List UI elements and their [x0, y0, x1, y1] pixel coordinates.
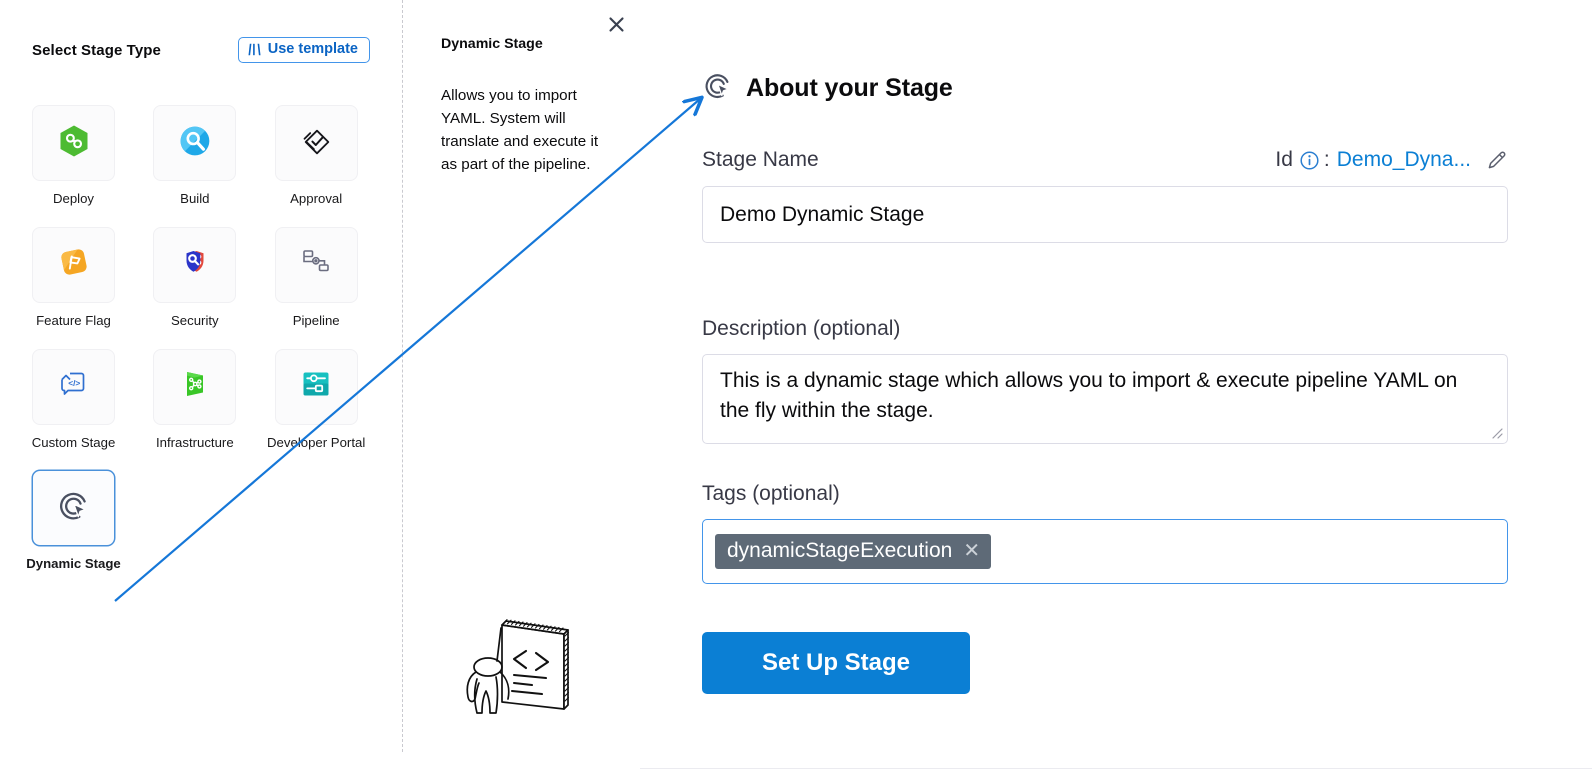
stage-card-build[interactable]: Build — [153, 105, 237, 208]
stage-card-dynamic-stage-tile[interactable] — [32, 470, 115, 547]
stage-card-infrastructure-tile[interactable] — [153, 348, 237, 425]
stage-id-value[interactable]: Demo_Dyna... — [1336, 148, 1471, 171]
stage-label: Infrastructure — [155, 434, 234, 450]
deploy-hexagon-icon — [58, 124, 90, 163]
svg-text:</>: </> — [68, 378, 80, 388]
tags-row: Tags (optional) — [702, 482, 1508, 506]
tags-input[interactable]: dynamicStageExecution ✕ — [702, 519, 1508, 584]
stage-card-build-tile[interactable] — [153, 105, 237, 181]
close-button[interactable] — [602, 13, 630, 41]
stage-card-security[interactable]: Security — [153, 226, 237, 330]
stage-info-title: Dynamic Stage — [441, 36, 543, 52]
custom-code-brackets-icon: </> — [59, 369, 89, 404]
infrastructure-cube-icon — [181, 369, 209, 404]
use-template-button[interactable]: Use template — [237, 37, 370, 63]
stage-id-separator: : — [1323, 148, 1330, 171]
stage-name-input[interactable] — [702, 186, 1508, 243]
build-magnifier-icon — [179, 125, 211, 162]
tag-chip[interactable]: dynamicStageExecution ✕ — [715, 534, 992, 569]
about-stage-title: About your Stage — [746, 74, 953, 102]
set-up-stage-button[interactable]: Set Up Stage — [702, 632, 970, 694]
stage-type-grid: Deploy Build — [26, 105, 372, 573]
page-title: Select Stage Type — [32, 41, 161, 59]
pipeline-nodes-icon — [300, 247, 332, 282]
stage-card-pipeline[interactable]: Pipeline — [274, 226, 358, 330]
stage-card-feature-flag-tile[interactable] — [32, 226, 115, 303]
stage-id-label: Id — [1275, 148, 1293, 171]
stage-card-dynamic-stage[interactable]: Dynamic Stage — [26, 470, 121, 573]
use-template-label: Use template — [267, 41, 358, 58]
info-circle-icon[interactable] — [1300, 150, 1319, 170]
security-shields-icon — [179, 246, 211, 283]
stage-label: Custom Stage — [31, 434, 116, 450]
stage-info-panel: Dynamic Stage Allows you to import YAML.… — [403, 0, 640, 775]
stage-label: Dynamic Stage — [26, 556, 121, 572]
stage-card-approval[interactable]: Approval — [274, 105, 358, 208]
chip-remove-x-icon[interactable]: ✕ — [963, 540, 981, 562]
stage-label: Pipeline — [292, 312, 340, 328]
stage-card-custom-stage-tile[interactable]: </> — [32, 348, 115, 425]
stage-type-panel: Select Stage Type Use template — [0, 0, 402, 775]
dynamic-target-cursor-icon — [702, 70, 734, 107]
stage-card-pipeline-tile[interactable] — [274, 226, 358, 303]
stage-card-custom-stage[interactable]: </> Custom Stage — [32, 348, 115, 452]
tags-label: Tags (optional) — [702, 482, 840, 505]
stage-card-developer-portal[interactable]: Developer Portal — [267, 348, 365, 452]
dynamic-target-cursor-icon — [56, 488, 92, 529]
developer-portal-icon — [301, 370, 331, 403]
stage-card-feature-flag[interactable]: Feature Flag — [32, 226, 115, 330]
stage-label: Developer Portal — [267, 434, 366, 450]
stage-id-group: Id : Demo_Dyna... — [1275, 148, 1508, 172]
about-stage-header: About your Stage — [702, 70, 953, 107]
left-panel-header: Select Stage Type Use template — [32, 36, 370, 64]
stage-label: Deploy — [52, 191, 95, 206]
tag-chip-label: dynamicStageExecution — [727, 539, 953, 563]
description-row: Description (optional) — [702, 317, 1508, 341]
stage-card-deploy-tile[interactable] — [32, 105, 115, 181]
stage-label: Build — [180, 191, 210, 206]
stage-name-row: Stage Name Id : Demo_Dyna... — [702, 148, 1508, 172]
description-label: Description (optional) — [702, 317, 901, 340]
about-stage-form: About your Stage Stage Name Id : Demo_Dy… — [640, 0, 1592, 775]
stage-card-developer-portal-tile[interactable] — [274, 348, 358, 425]
stage-name-label: Stage Name — [702, 148, 819, 171]
stage-card-infrastructure[interactable]: Infrastructure — [153, 348, 237, 452]
close-x-icon — [608, 16, 625, 38]
bottom-divider — [640, 768, 1592, 769]
approval-check-diamond-icon — [300, 125, 332, 162]
stage-card-approval-tile[interactable] — [274, 105, 358, 181]
stage-label: Security — [171, 312, 219, 328]
pencil-edit-icon[interactable] — [1486, 149, 1508, 171]
stage-card-deploy[interactable]: Deploy — [32, 105, 115, 208]
feature-flag-icon — [58, 246, 90, 283]
stage-label: Approval — [290, 191, 343, 206]
person-presenting-code-whiteboard-sketch — [452, 617, 586, 717]
stage-info-description: Allows you to import YAML. System will t… — [441, 87, 599, 174]
stage-label: Feature Flag — [36, 312, 111, 328]
description-textarea[interactable] — [702, 354, 1508, 444]
stage-card-security-tile[interactable] — [153, 226, 237, 303]
template-bars-icon — [248, 43, 263, 56]
